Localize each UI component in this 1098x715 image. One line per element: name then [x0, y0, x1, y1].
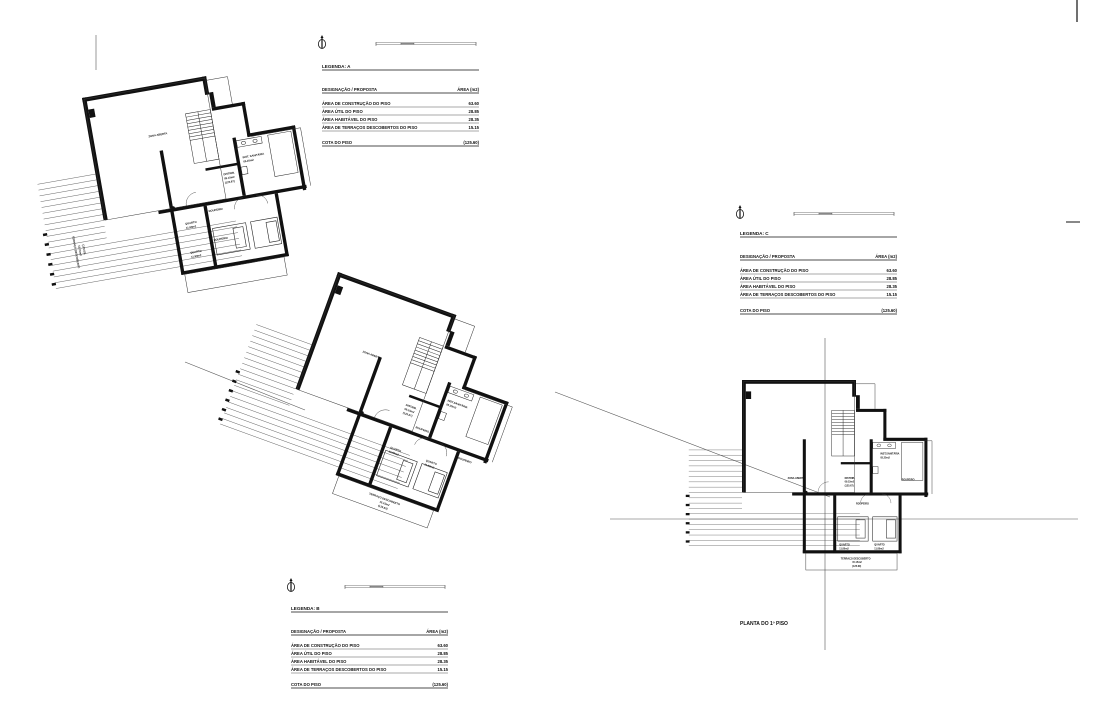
plan-a-inst-area: 05.25m2 [243, 158, 255, 164]
legend-c-header-right: ÁREA (m2) [875, 254, 897, 259]
legend-a-row-1-value: 63.60 [469, 101, 480, 106]
plan-a-quarto-2-area: 11.80m2 [191, 253, 202, 259]
plan-c-terraco-cota: (125.60) [852, 565, 861, 568]
plan-b-quarto-2: QUARTO [425, 458, 437, 466]
legend-b-row-1-value: 63.60 [438, 643, 449, 648]
legend-a-header-left: DESIGNAÇÃO / PROPOSTA [322, 87, 377, 92]
legend-b-row-3-label: ÁREA HABITÁVEL DO PISO [291, 659, 347, 664]
legend-c-row-2-label: ÁREA ÚTIL DO PISO [740, 276, 781, 281]
plan-b-distrib-area: 09.15m2 [404, 407, 416, 415]
legend-c-row-1-label: ÁREA DE CONSTRUÇÃO DO PISO [740, 268, 809, 273]
plan-c-distrib-cota: (125.67) [845, 484, 854, 487]
plan-b-quarto-2-area: 11.80m2 [424, 462, 436, 469]
plan-c-inst: INST.SANITÁRIA [880, 452, 899, 455]
plan-c-distrib-area: 09.15m2 [845, 481, 855, 484]
plan-a-inst: INST. SANITÁRIA [242, 151, 264, 160]
legend-c-row-3-value: 28.35 [887, 284, 898, 289]
legend-c-row-2-value: 28.85 [887, 276, 898, 281]
plan-b-distrib-cota: (125.67) [402, 411, 413, 418]
plan-c-quarto-2: QUARTO [874, 544, 885, 547]
plan-b-inst: INST.SANITÁRIA [447, 397, 469, 409]
plan-b-terraco-area: 15.15m2 [379, 500, 391, 508]
plan-a-quarto-1-area: 11.80m2 [186, 224, 197, 230]
legend-a-row-4-value: 15.15 [469, 125, 480, 130]
plan-c-terraco: TERRAÇO DESCOBERTO [841, 557, 871, 560]
plan-c-inst-area: 05.25m2 [880, 456, 890, 459]
plan-a-terraco-cota: (125.60) [81, 244, 87, 255]
floor-plan-a: ZONA ABERTA QUARTO 11.80m2 QUARTO 11.80m… [20, 61, 326, 317]
legend-b-row-2-label: ÁREA ÚTIL DO PISO [291, 651, 332, 656]
legend-b-row-3-value: 28.35 [438, 659, 449, 664]
legend-a-row-3-label: ÁREA HABITÁVEL DO PISO [322, 117, 378, 122]
legend-c-row-4-label: ÁREA DE TERRAÇOS DESCOBERTOS DO PISO [740, 292, 836, 297]
legend-a-cota-value: (125.60) [463, 140, 479, 145]
section-lines [95, 0, 1080, 650]
plan-a-quarto-1: QUARTO [185, 220, 197, 226]
legend-b-title: LEGENDA: B [291, 606, 320, 611]
legend-a-cota-label: COTA DO PISO [322, 140, 353, 145]
legend-b-row-2-value: 28.85 [438, 651, 449, 656]
legend-c-cota-label: COTA DO PISO [740, 308, 771, 313]
legend-b-row-1-label: ÁREA DE CONSTRUÇÃO DO PISO [291, 643, 360, 648]
plan-a-terraco: TERRAÇO DESCOBERTO [71, 236, 81, 269]
plan-c-quarto-1-area: 11.80m2 [839, 547, 849, 550]
plan-b-inst-area: 05.25m2 [446, 402, 458, 410]
legend-b-row-4-value: 15.15 [438, 667, 449, 672]
legend-a: LEGENDA: A DESIGNAÇÃO / PROPOSTA ÁREA (m… [317, 34, 480, 147]
plan-a-quarto-2: QUARTO [190, 249, 202, 255]
plan-c-quarto-2-area: 11.80m2 [874, 547, 884, 550]
plan-a-roupeiro: ROUPEIRO [208, 207, 223, 213]
legend-a-row-4-label: ÁREA DE TERRAÇOS DESCOBERTOS DO PISO [322, 125, 418, 130]
plan-c-terraco-area: 15.15m2 [852, 561, 862, 564]
legend-b-cota-value: (125.60) [432, 682, 448, 687]
plan-c-roupeiro-2: ROUPEIRO [902, 478, 915, 481]
legend-a-title: LEGENDA: A [322, 64, 351, 69]
plan-a-distrib-area: 09.15m2 [224, 175, 236, 181]
plan-b-quarto-1: QUARTO [390, 445, 402, 453]
plan-a-terraco-area: 15.15m2 [77, 245, 83, 257]
plan-b-terraco-cota: (125.60) [377, 504, 388, 511]
legend-a-row-2-label: ÁREA ÚTIL DO PISO [322, 109, 363, 114]
plan-b-quarto-1-area: 11.80m2 [388, 449, 400, 456]
legend-c-row-4-value: 15.15 [887, 292, 898, 297]
legend-b-header-right: ÁREA (m2) [426, 629, 448, 634]
plan-a-zona-aberta: ZONA ABERTA [148, 131, 168, 138]
floor-plan-c: ZONA ABERTA QUARTO 11.80m2 QUARTO 11.80m… [685, 379, 933, 571]
legend-b: LEGENDA: B DESIGNAÇÃO / PROPOSTA ÁREA (m… [286, 577, 449, 689]
plan-c-distrib: DISTRIB. [845, 477, 856, 480]
plan-b-roupeiro-2: ROUPEIRO [457, 456, 472, 465]
legend-a-row-3-value: 28.35 [469, 117, 480, 122]
plan-caption: PLANTA DO 1º PISO [740, 621, 788, 627]
legend-a-row-2-value: 28.85 [469, 109, 480, 114]
plan-c-roupeiro: ROUPEIRO [856, 503, 869, 506]
plan-b-distrib: DISTRIB. [405, 403, 417, 411]
legend-b-cota-label: COTA DO PISO [291, 682, 322, 687]
plan-c-quarto-1: QUARTO [839, 544, 850, 547]
legend-b-header-left: DESIGNAÇÃO / PROPOSTA [291, 629, 346, 634]
legend-a-row-1-label: ÁREA DE CONSTRUÇÃO DO PISO [322, 101, 391, 106]
legend-c-row-1-value: 63.60 [887, 268, 898, 273]
legend-c-header-left: DESIGNAÇÃO / PROPOSTA [740, 254, 795, 259]
legend-c-title: LEGENDA: C [740, 231, 769, 236]
plan-a-roupeiro-2: ROUPEIRO [213, 236, 228, 242]
legend-a-header-right: ÁREA (m2) [457, 87, 479, 92]
plan-b-roupeiro: ROUPEIRO [415, 425, 430, 434]
plan-c-zona-aberta: ZONA ABERTA [788, 477, 806, 480]
plan-a-distrib: DISTRIB. [223, 170, 235, 176]
legend-c: LEGENDA: C DESIGNAÇÃO / PROPOSTA ÁREA (m… [735, 204, 898, 315]
legend-c-row-3-label: ÁREA HABITÁVEL DO PISO [740, 284, 796, 289]
legend-b-row-4-label: ÁREA DE TERRAÇOS DESCOBERTOS DO PISO [291, 667, 387, 672]
floor-plan-b: ZONA ABERTA QUARTO 11.80m2 QUARTO 11.80m… [207, 250, 536, 542]
plan-a-distrib-cota: (125.67) [225, 179, 236, 185]
legend-c-cota-value: (125.60) [881, 308, 897, 313]
plan-b-zona-aberta: ZONA ABERTA [362, 350, 381, 360]
